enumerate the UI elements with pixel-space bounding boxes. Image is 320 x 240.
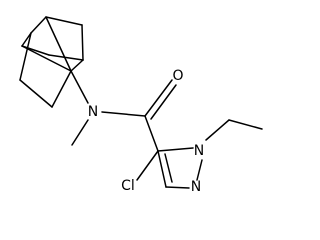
bond (19, 32, 32, 81)
bond (45, 16, 72, 72)
chemical-structure: O N N N Cl (19, 16, 263, 195)
amide-group (70, 70, 177, 146)
bond (157, 150, 167, 188)
bond (157, 147, 194, 152)
bond (70, 59, 84, 72)
pyrazole-n1-label: N (194, 143, 204, 159)
bond (144, 115, 159, 152)
substituents (136, 119, 263, 181)
bond (150, 84, 177, 120)
bond (21, 32, 32, 47)
bond (136, 150, 159, 181)
adamantane-cage (19, 16, 84, 108)
bond (19, 79, 53, 108)
bond (165, 186, 190, 189)
pyrazole-ring (144, 115, 203, 189)
bond (45, 16, 83, 26)
carbonyl-oxygen-label: O (172, 68, 183, 84)
bond (30, 16, 47, 34)
bond (101, 111, 146, 117)
bond (70, 70, 89, 104)
bond (144, 79, 173, 117)
bond (228, 119, 263, 130)
bond (21, 45, 72, 72)
bond (205, 119, 230, 141)
bond (21, 45, 50, 56)
bond (71, 119, 89, 146)
bond (164, 153, 173, 183)
bond (51, 70, 72, 108)
bond (48, 54, 84, 61)
bond (196, 159, 203, 181)
pyrazole-n2-label: N (191, 179, 201, 195)
chlorine-label: Cl (121, 178, 135, 194)
amide-nitrogen-label: N (88, 104, 98, 120)
bond (81, 24, 84, 61)
